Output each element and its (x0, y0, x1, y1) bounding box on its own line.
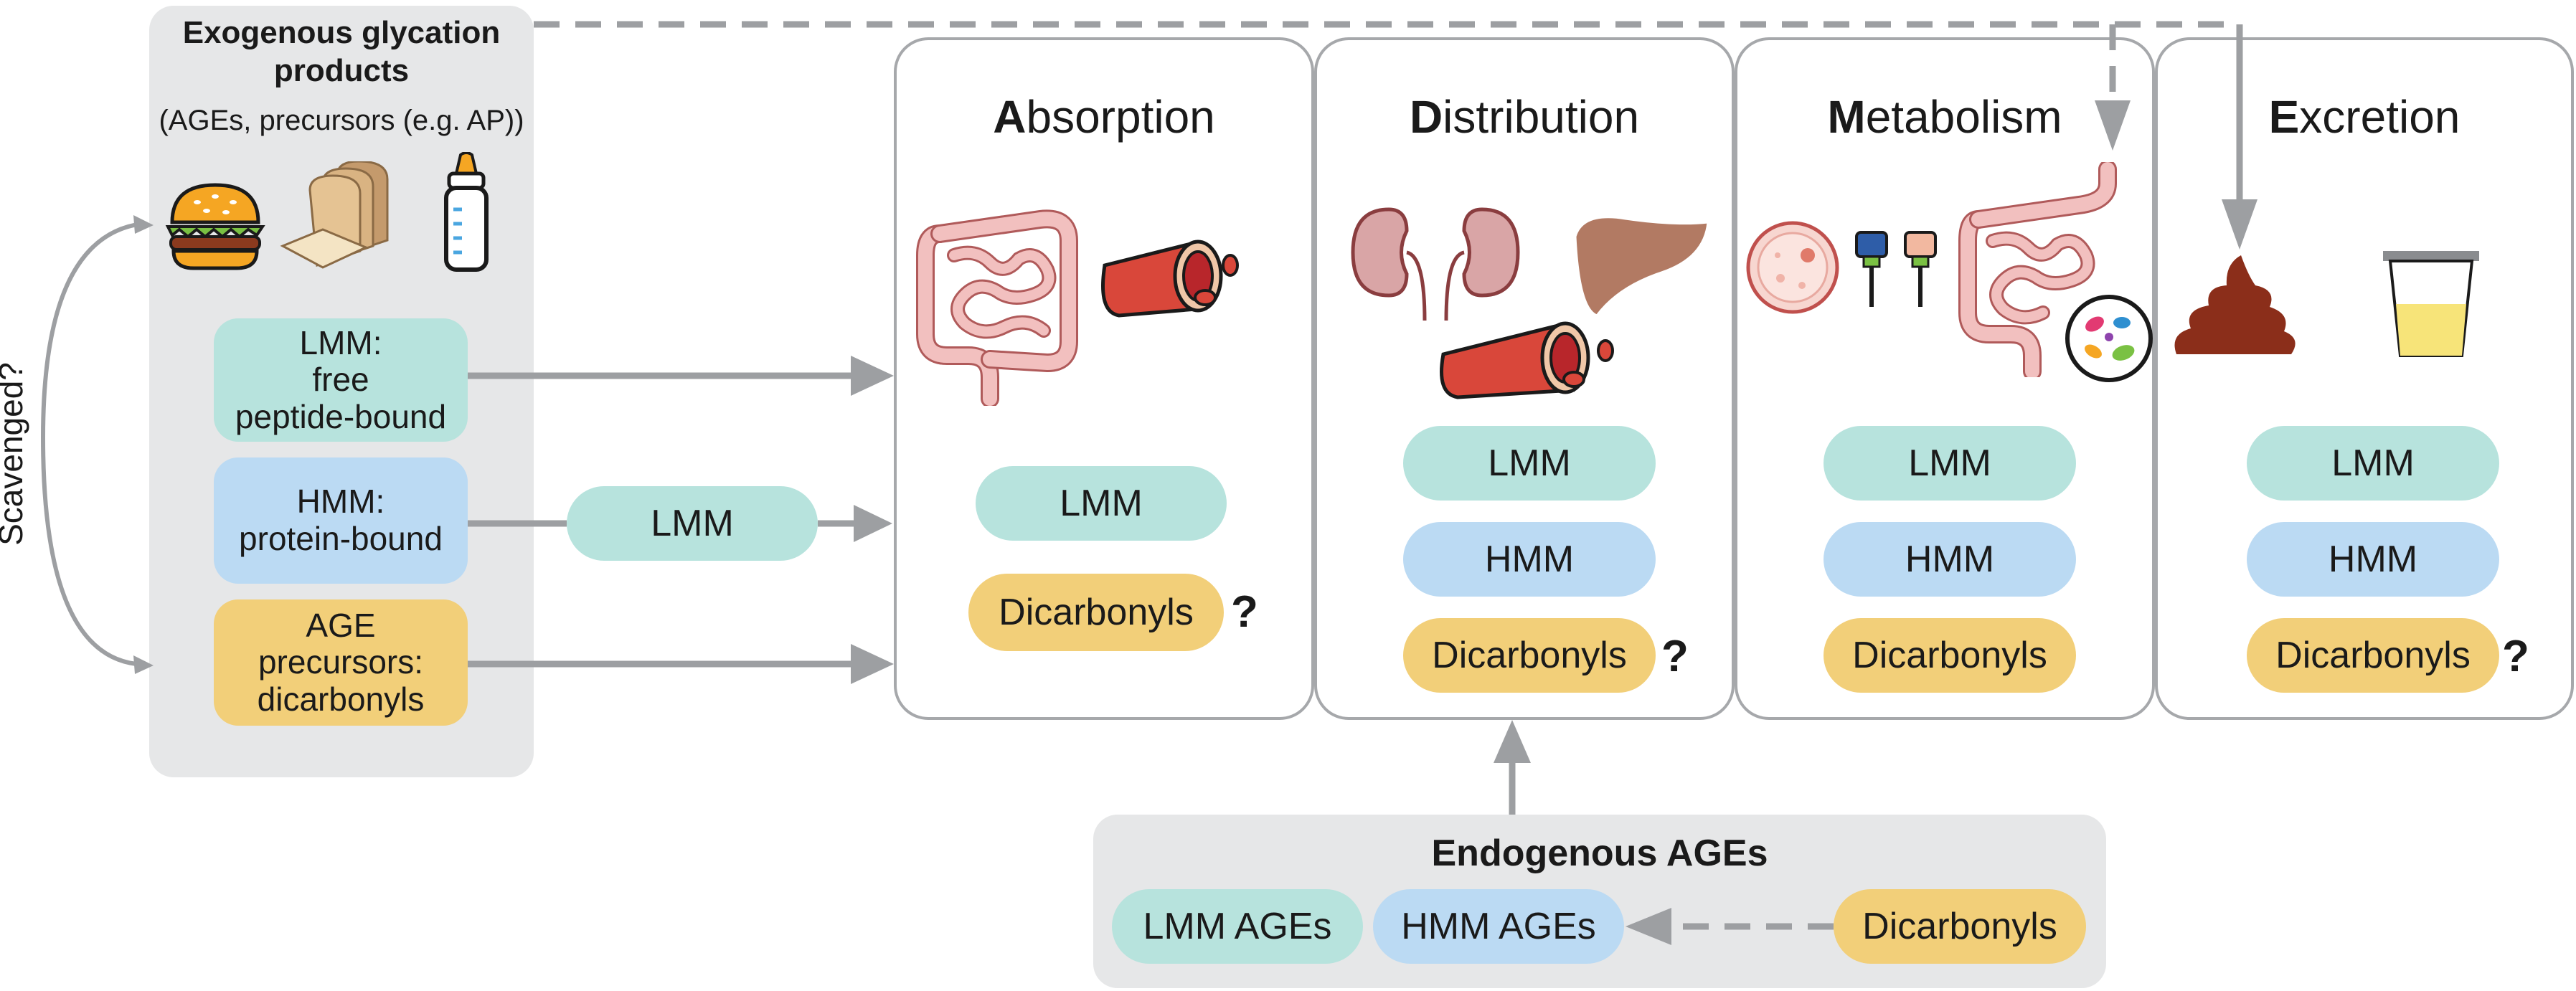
blood-vessel-icon (1101, 240, 1239, 318)
liver-icon (1574, 216, 1709, 317)
absorption-dicarbonyls-pill: Dicarbonyls (968, 574, 1224, 651)
bread-icon (280, 161, 389, 269)
scavenged-curve (40, 222, 143, 666)
burger-icon (165, 183, 265, 270)
absorption-question-mark: ? (1231, 587, 1258, 637)
exogenous-title-line2: products (273, 52, 410, 88)
lmm-box-line3: peptide-bound (235, 397, 447, 435)
precursor-box-line1: AGE precursors: (258, 606, 424, 681)
blood-vessel-icon (1440, 321, 1614, 399)
arrowhead (133, 215, 154, 234)
distribution-dicarbonyls-pill: Dicarbonyls (1403, 618, 1656, 693)
distribution-lmm-pill: LMM (1403, 426, 1656, 501)
arrowhead (851, 356, 894, 396)
arrowhead (1626, 908, 1671, 945)
baby-bottle-icon (444, 152, 489, 272)
age-precursors-box: AGE precursors: dicarbonyls (214, 599, 468, 726)
intestine-icon (1958, 162, 2117, 377)
stage-title-absorption: Absorption (897, 90, 1311, 143)
stage-excretion: Excretion (2155, 37, 2574, 720)
intestine-icon (916, 209, 1078, 406)
arrowhead (2222, 199, 2257, 250)
lmm-box-line2: free (312, 361, 369, 399)
precursor-box-line2: dicarbonyls (257, 680, 425, 718)
lmm-box-line1: LMM: (299, 323, 382, 361)
absorption-lmm-pill: LMM (976, 466, 1227, 541)
stage-title-excretion: Excretion (2158, 90, 2571, 143)
exogenous-subtitle: (AGEs, precursors (e.g. AP)) (159, 105, 524, 136)
stage-rest: xcretion (2299, 91, 2461, 143)
exogenous-title-line1: Exogenous glycation (182, 15, 501, 50)
arrowhead (1494, 720, 1531, 763)
stage-title-metabolism: Metabolism (1737, 90, 2152, 143)
arrowhead (854, 505, 892, 542)
arrowhead (133, 655, 154, 674)
stage-initial: D (1409, 91, 1443, 143)
endogenous-title: Endogenous AGEs (1431, 833, 1768, 874)
exogenous-title: Exogenous glycation products (149, 14, 534, 90)
stage-rest: bsorption (1026, 91, 1215, 143)
excretion-lmm-pill: LMM (2247, 426, 2499, 501)
distribution-question-mark: ? (1661, 632, 1689, 681)
stage-rest: etabolism (1865, 91, 2062, 143)
stage-metabolism: Metabolism (1735, 37, 2155, 720)
receptor-icon (1855, 231, 1937, 307)
kidneys-icon (1351, 207, 1520, 321)
stage-rest: istribution (1443, 91, 1640, 143)
hmm-box-line2: protein-bound (239, 520, 443, 557)
distribution-hmm-pill: HMM (1403, 522, 1656, 597)
lmm-intermediate-pill: LMM (567, 486, 818, 561)
arrowhead (851, 644, 894, 684)
stage-initial: M (1827, 91, 1866, 143)
endogenous-hmm-ages-pill: HMM AGEs (1373, 889, 1624, 964)
stage-initial: E (2268, 91, 2300, 143)
stage-title-distribution: Distribution (1317, 90, 1732, 143)
urine-cup-icon (2383, 251, 2479, 357)
excretion-hmm-pill: HMM (2247, 522, 2499, 597)
arrowhead (2095, 100, 2131, 151)
metabolism-dicarbonyls-pill: Dicarbonyls (1824, 618, 2076, 693)
excretion-dicarbonyls-pill: Dicarbonyls (2247, 618, 2499, 693)
lmm-free-peptide-box: LMM: free peptide-bound (214, 318, 468, 442)
endogenous-lmm-ages-pill: LMM AGEs (1112, 889, 1363, 964)
hmm-protein-bound-box: HMM: protein-bound (214, 457, 468, 584)
hmm-box-line1: HMM: (296, 483, 385, 521)
stool-icon (2174, 255, 2296, 354)
metabolism-hmm-pill: HMM (1824, 522, 2076, 597)
microbiota-icon (2065, 295, 2153, 382)
cell-icon (1746, 221, 1839, 314)
metabolism-lmm-pill: LMM (1824, 426, 2076, 501)
excretion-question-mark: ? (2502, 632, 2529, 681)
endogenous-dicarbonyls-pill: Dicarbonyls (1834, 889, 2086, 964)
stage-initial: A (993, 91, 1027, 143)
